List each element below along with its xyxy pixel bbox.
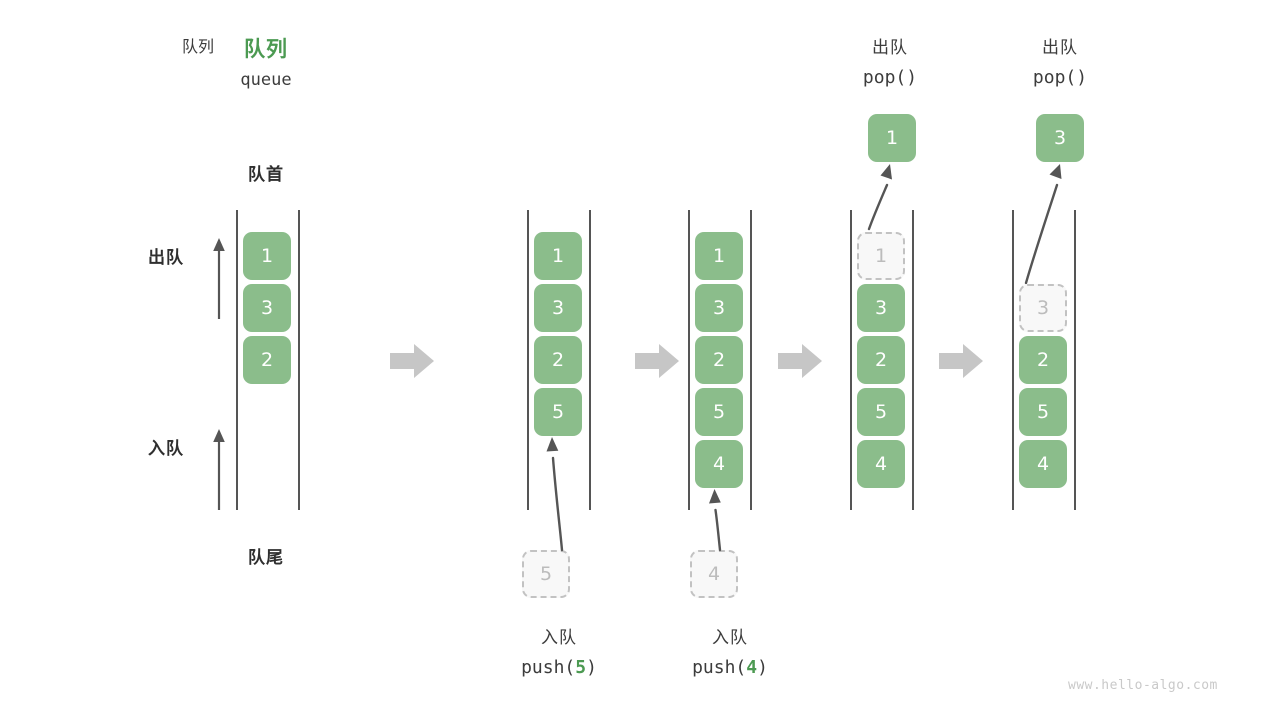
- pop-motion-arrow-icon: [855, 163, 899, 231]
- queue-rail-right-initial: [298, 210, 300, 510]
- queue-rail-right-push4: [750, 210, 752, 510]
- push-motion-arrow-icon: [702, 488, 738, 552]
- popped-item: 3: [1036, 114, 1084, 162]
- dequeue-direction-arrow-icon: [210, 237, 228, 319]
- op-code-suffix: ): [586, 657, 597, 678]
- operation-label-cn: 出队: [872, 38, 908, 58]
- queue-item: 1: [695, 232, 743, 280]
- op-code-prefix: pop(: [862, 67, 907, 88]
- queue-item-ghost: 3: [1019, 284, 1067, 332]
- operation-label-cn: 入队: [712, 628, 748, 648]
- operation-label-code: pop(): [805, 67, 975, 88]
- queue-item: 1: [534, 232, 582, 280]
- operation-label-cn: 出队: [1042, 38, 1078, 58]
- operation-label-code: pop(): [975, 67, 1145, 88]
- op-code-prefix: push(: [692, 657, 747, 678]
- queue-rail-left-initial: [236, 210, 238, 510]
- queue-item: 2: [243, 336, 291, 384]
- step-arrow-icon: [939, 344, 983, 378]
- queue-rail-right-pop1: [912, 210, 914, 510]
- queue-item: 4: [857, 440, 905, 488]
- queue-item: 2: [857, 336, 905, 384]
- queue-title-code: queue: [240, 70, 292, 90]
- incoming-item-ghost: 4: [690, 550, 738, 598]
- queue-rail-right-pop3: [1074, 210, 1076, 510]
- queue-rail-left-push5: [527, 210, 529, 510]
- front-label: 队首: [248, 165, 284, 185]
- queue-item: 4: [1019, 440, 1067, 488]
- queue-item: 2: [1019, 336, 1067, 384]
- queue-item: 5: [857, 388, 905, 436]
- step-arrow-icon: [778, 344, 822, 378]
- step-arrow-icon: [635, 344, 679, 378]
- queue-item: 3: [243, 284, 291, 332]
- queue-item: 2: [534, 336, 582, 384]
- operation-label-code: push(5): [474, 657, 644, 678]
- queue-item: 2: [695, 336, 743, 384]
- step-arrow-icon: [390, 344, 434, 378]
- queue-item-ghost: 1: [857, 232, 905, 280]
- op-code-suffix: ): [906, 67, 918, 88]
- queue-item: 3: [857, 284, 905, 332]
- queue-rail-left-push4: [688, 210, 690, 510]
- watermark: www.hello-algo.com: [1068, 678, 1218, 693]
- queue-item: 3: [695, 284, 743, 332]
- push-motion-arrow-icon: [538, 436, 578, 552]
- enqueue-direction-arrow-icon: [210, 428, 228, 510]
- queue-item-new: 5: [534, 388, 582, 436]
- queue-item: 5: [1019, 388, 1067, 436]
- queue-item: 5: [695, 388, 743, 436]
- queue-title-cn: 队列: [182, 37, 215, 56]
- op-code-suffix: ): [757, 657, 768, 678]
- popped-item: 1: [868, 114, 916, 162]
- queue-rail-left-pop3: [1012, 210, 1014, 510]
- op-code-suffix: ): [1076, 67, 1088, 88]
- operation-label-code: push(4): [645, 657, 815, 678]
- operation-label-cn: 入队: [541, 628, 577, 648]
- op-code-arg: 5: [575, 657, 587, 678]
- op-code-prefix: push(: [521, 657, 576, 678]
- queue-rail-left-pop1: [850, 210, 852, 510]
- queue-title-cn-text: 队列: [244, 37, 288, 61]
- op-code-arg: 4: [746, 657, 758, 678]
- rear-label: 队尾: [248, 548, 284, 568]
- op-code-prefix: pop(: [1032, 67, 1077, 88]
- pop-motion-arrow-icon: [1015, 163, 1071, 285]
- incoming-item-ghost: 5: [522, 550, 570, 598]
- queue-item: 3: [534, 284, 582, 332]
- queue-item-new: 4: [695, 440, 743, 488]
- queue-item: 1: [243, 232, 291, 280]
- enqueue-direction-label: 入队: [148, 439, 184, 459]
- queue-rail-right-push5: [589, 210, 591, 510]
- dequeue-direction-label: 出队: [148, 248, 184, 268]
